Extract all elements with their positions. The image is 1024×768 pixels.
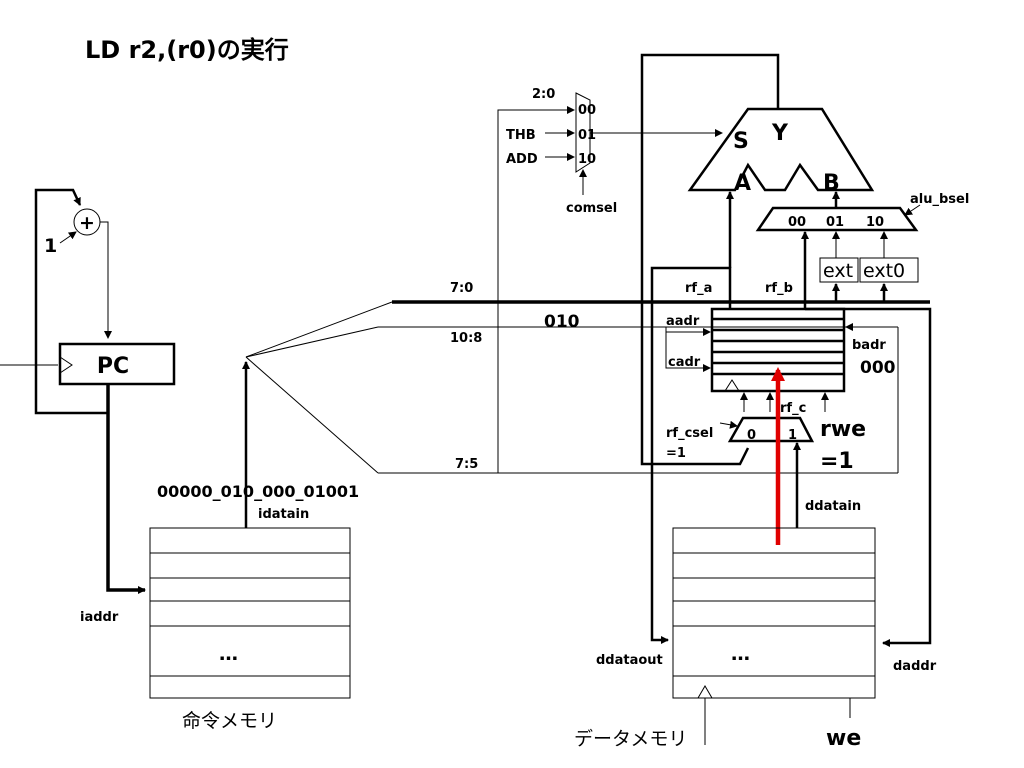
field-2-0: 2:0	[532, 87, 555, 102]
rwe-label: rwe	[820, 417, 866, 442]
svg-text:ext0: ext0	[863, 260, 905, 282]
pc-increment-one: 1	[44, 235, 57, 257]
comsel-label: comsel	[566, 201, 617, 216]
imem-caption: 命令メモリ	[182, 710, 277, 732]
ddataout-label: ddataout	[596, 653, 663, 668]
thb-label: THB	[506, 128, 536, 143]
alu-b-mux: 00 01 10	[755, 206, 919, 232]
alu: S Y A B	[687, 107, 875, 196]
cadr-label: cadr	[668, 355, 701, 370]
rf-b-label: rf_b	[765, 281, 793, 296]
ext0-unit: ext0	[859, 257, 919, 283]
svg-text:ext: ext	[823, 260, 853, 282]
alu-bsel-label: alu_bsel	[910, 192, 969, 207]
add-label: ADD	[506, 152, 538, 167]
svg-text:1: 1	[788, 428, 797, 443]
svg-text:PC: PC	[97, 354, 129, 379]
svg-text:A: A	[734, 171, 751, 196]
iaddr-wire	[106, 384, 146, 594]
alu-writeback-wire	[640, 53, 780, 466]
rwe-value: =1	[820, 449, 854, 474]
badr-label: badr	[852, 338, 886, 353]
rf-a-label: rf_a	[685, 281, 712, 296]
field-7-0: 7:0	[450, 281, 473, 296]
field-7-5: 7:5	[455, 457, 478, 472]
instruction-fanout	[245, 109, 930, 474]
field-10-8: 10:8	[450, 331, 482, 346]
svg-text:B: B	[823, 171, 840, 196]
instruction-memory: …	[149, 527, 351, 699]
svg-text:01: 01	[578, 128, 596, 143]
pc-register: PC	[58, 342, 176, 386]
aadr-value: 010	[544, 312, 580, 332]
rf-c-label: rf_c	[780, 401, 806, 416]
dmem-ellipsis: …	[731, 643, 750, 665]
adder-plus-icon: +	[79, 212, 95, 234]
svg-text:10: 10	[578, 152, 596, 167]
idatain-label: idatain	[258, 507, 309, 522]
daddr-label: daddr	[893, 659, 937, 674]
iaddr-label: iaddr	[80, 610, 119, 625]
alu-command-mux: 00 01 10	[575, 92, 596, 173]
instruction-bits: 00000_010_000_01001	[157, 482, 359, 501]
rf-c-mux: 0 1	[727, 416, 815, 443]
ext-unit: ext	[819, 257, 859, 283]
svg-text:0: 0	[747, 428, 756, 443]
svg-text:Y: Y	[771, 121, 789, 146]
svg-text:00: 00	[578, 103, 596, 118]
badr-value: 000	[860, 358, 896, 378]
page-title: LD r2,(r0)の実行	[85, 36, 289, 64]
rf-csel-label: rf_csel	[666, 426, 713, 441]
rf-a-wire	[650, 266, 732, 644]
aadr-label: aadr	[666, 314, 700, 329]
dmem-caption: データメモリ	[574, 728, 687, 750]
svg-text:01: 01	[826, 215, 844, 230]
svg-text:00: 00	[788, 215, 806, 230]
svg-text:S: S	[733, 129, 749, 154]
imem-ellipsis: …	[219, 643, 238, 665]
we-label: we	[826, 726, 861, 751]
data-memory: …	[672, 527, 876, 699]
pc-adder: +	[73, 208, 101, 236]
ddatain-label: ddatain	[805, 499, 861, 514]
daddr-wire	[805, 307, 932, 647]
svg-text:10: 10	[866, 215, 884, 230]
rf-csel-value: =1	[666, 446, 686, 461]
